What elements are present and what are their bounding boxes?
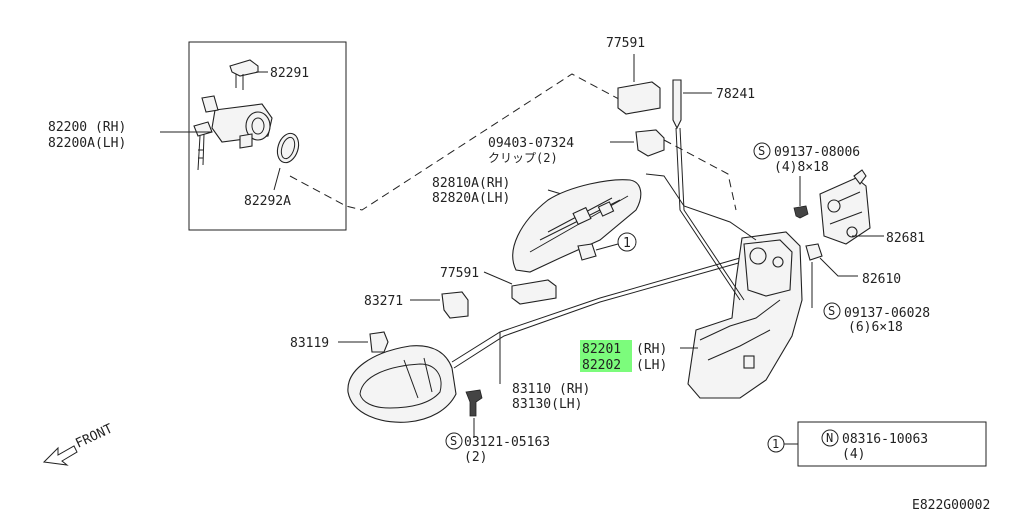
label-82202-number: 82202 bbox=[582, 358, 621, 373]
label-82201-number: 82201 bbox=[582, 342, 621, 357]
label-82200a-lh: 82200A(LH) bbox=[48, 136, 126, 151]
label-82810a-rh: 82810A(RH) bbox=[432, 176, 510, 191]
label-clip-qty: クリップ(2) bbox=[488, 151, 558, 165]
screw-symbol-09137-06028 bbox=[823, 302, 841, 320]
nut-symbol-08316-letter: N bbox=[826, 431, 833, 445]
ref-box-callout-1-number: 1 bbox=[772, 437, 779, 451]
highlight-82202 bbox=[580, 356, 632, 372]
label-83119: 83119 bbox=[290, 336, 329, 351]
screw-09137-08006 bbox=[793, 205, 809, 219]
label-83110-rh: 83110 (RH) bbox=[512, 382, 590, 397]
screw-symbol-03121-letter: S bbox=[450, 434, 457, 448]
label-09137-06028-qty: (6)6×18 bbox=[848, 320, 903, 335]
front-label: FRONT bbox=[73, 421, 115, 451]
striker-drawing bbox=[819, 169, 871, 245]
ref-callout-1 bbox=[617, 232, 637, 252]
label-08316-10063: 08316-10063 bbox=[842, 432, 928, 447]
label-82200-rh: 82200 (RH) bbox=[48, 120, 126, 135]
pad-77591-top bbox=[617, 81, 661, 115]
label-09137-08006-qty: (4)8×18 bbox=[774, 160, 829, 175]
clip-09403 bbox=[635, 129, 665, 157]
label-09137-06028: 09137-06028 bbox=[844, 306, 930, 321]
screw-symbol-09137-08006-letter: S bbox=[758, 144, 765, 158]
label-03121-qty: (2) bbox=[464, 450, 487, 465]
clip-83271 bbox=[441, 291, 469, 319]
inside-handle-drawing bbox=[347, 345, 457, 423]
label-82202-side: (LH) bbox=[636, 358, 667, 373]
label-09137-08006: 09137-08006 bbox=[774, 145, 860, 160]
door-lock-assembly-drawing bbox=[687, 231, 803, 399]
label-03121-05163: 03121-05163 bbox=[464, 435, 550, 450]
pad-77591-mid bbox=[511, 279, 557, 305]
label-82291: 82291 bbox=[270, 66, 309, 81]
lock-cylinder-drawing bbox=[193, 59, 300, 171]
label-82820a-lh: 82820A(LH) bbox=[432, 191, 510, 206]
shim-82610 bbox=[805, 243, 823, 261]
label-82610: 82610 bbox=[862, 272, 901, 287]
diagram-code: E822G00002 bbox=[912, 498, 990, 512]
nut-symbol-08316 bbox=[821, 429, 839, 447]
screw-03121 bbox=[465, 389, 483, 417]
label-82201-side: (RH) bbox=[636, 342, 667, 357]
label-82681: 82681 bbox=[886, 231, 925, 246]
label-77591-mid: 77591 bbox=[440, 266, 479, 281]
label-09403-07324: 09403-07324 bbox=[488, 136, 574, 151]
clip-83119 bbox=[369, 331, 389, 353]
label-83130-lh: 83130(LH) bbox=[512, 397, 582, 412]
screw-symbol-03121 bbox=[445, 432, 463, 450]
highlight-82201 bbox=[580, 340, 632, 356]
front-arrow-icon bbox=[42, 445, 78, 466]
ref-box-08316 bbox=[797, 421, 987, 467]
label-77591-top: 77591 bbox=[606, 36, 645, 51]
label-83271: 83271 bbox=[364, 294, 403, 309]
label-82292a: 82292A bbox=[244, 194, 291, 209]
outside-handle-drawing bbox=[512, 179, 642, 273]
label-08316-qty: (4) bbox=[842, 447, 865, 462]
label-78241: 78241 bbox=[716, 87, 755, 102]
lock-cylinder-inset-box bbox=[188, 41, 347, 231]
screw-symbol-09137-06028-letter: S bbox=[828, 304, 835, 318]
screw-symbol-09137-08006 bbox=[753, 142, 771, 160]
ref-callout-1-number: 1 bbox=[623, 236, 631, 251]
